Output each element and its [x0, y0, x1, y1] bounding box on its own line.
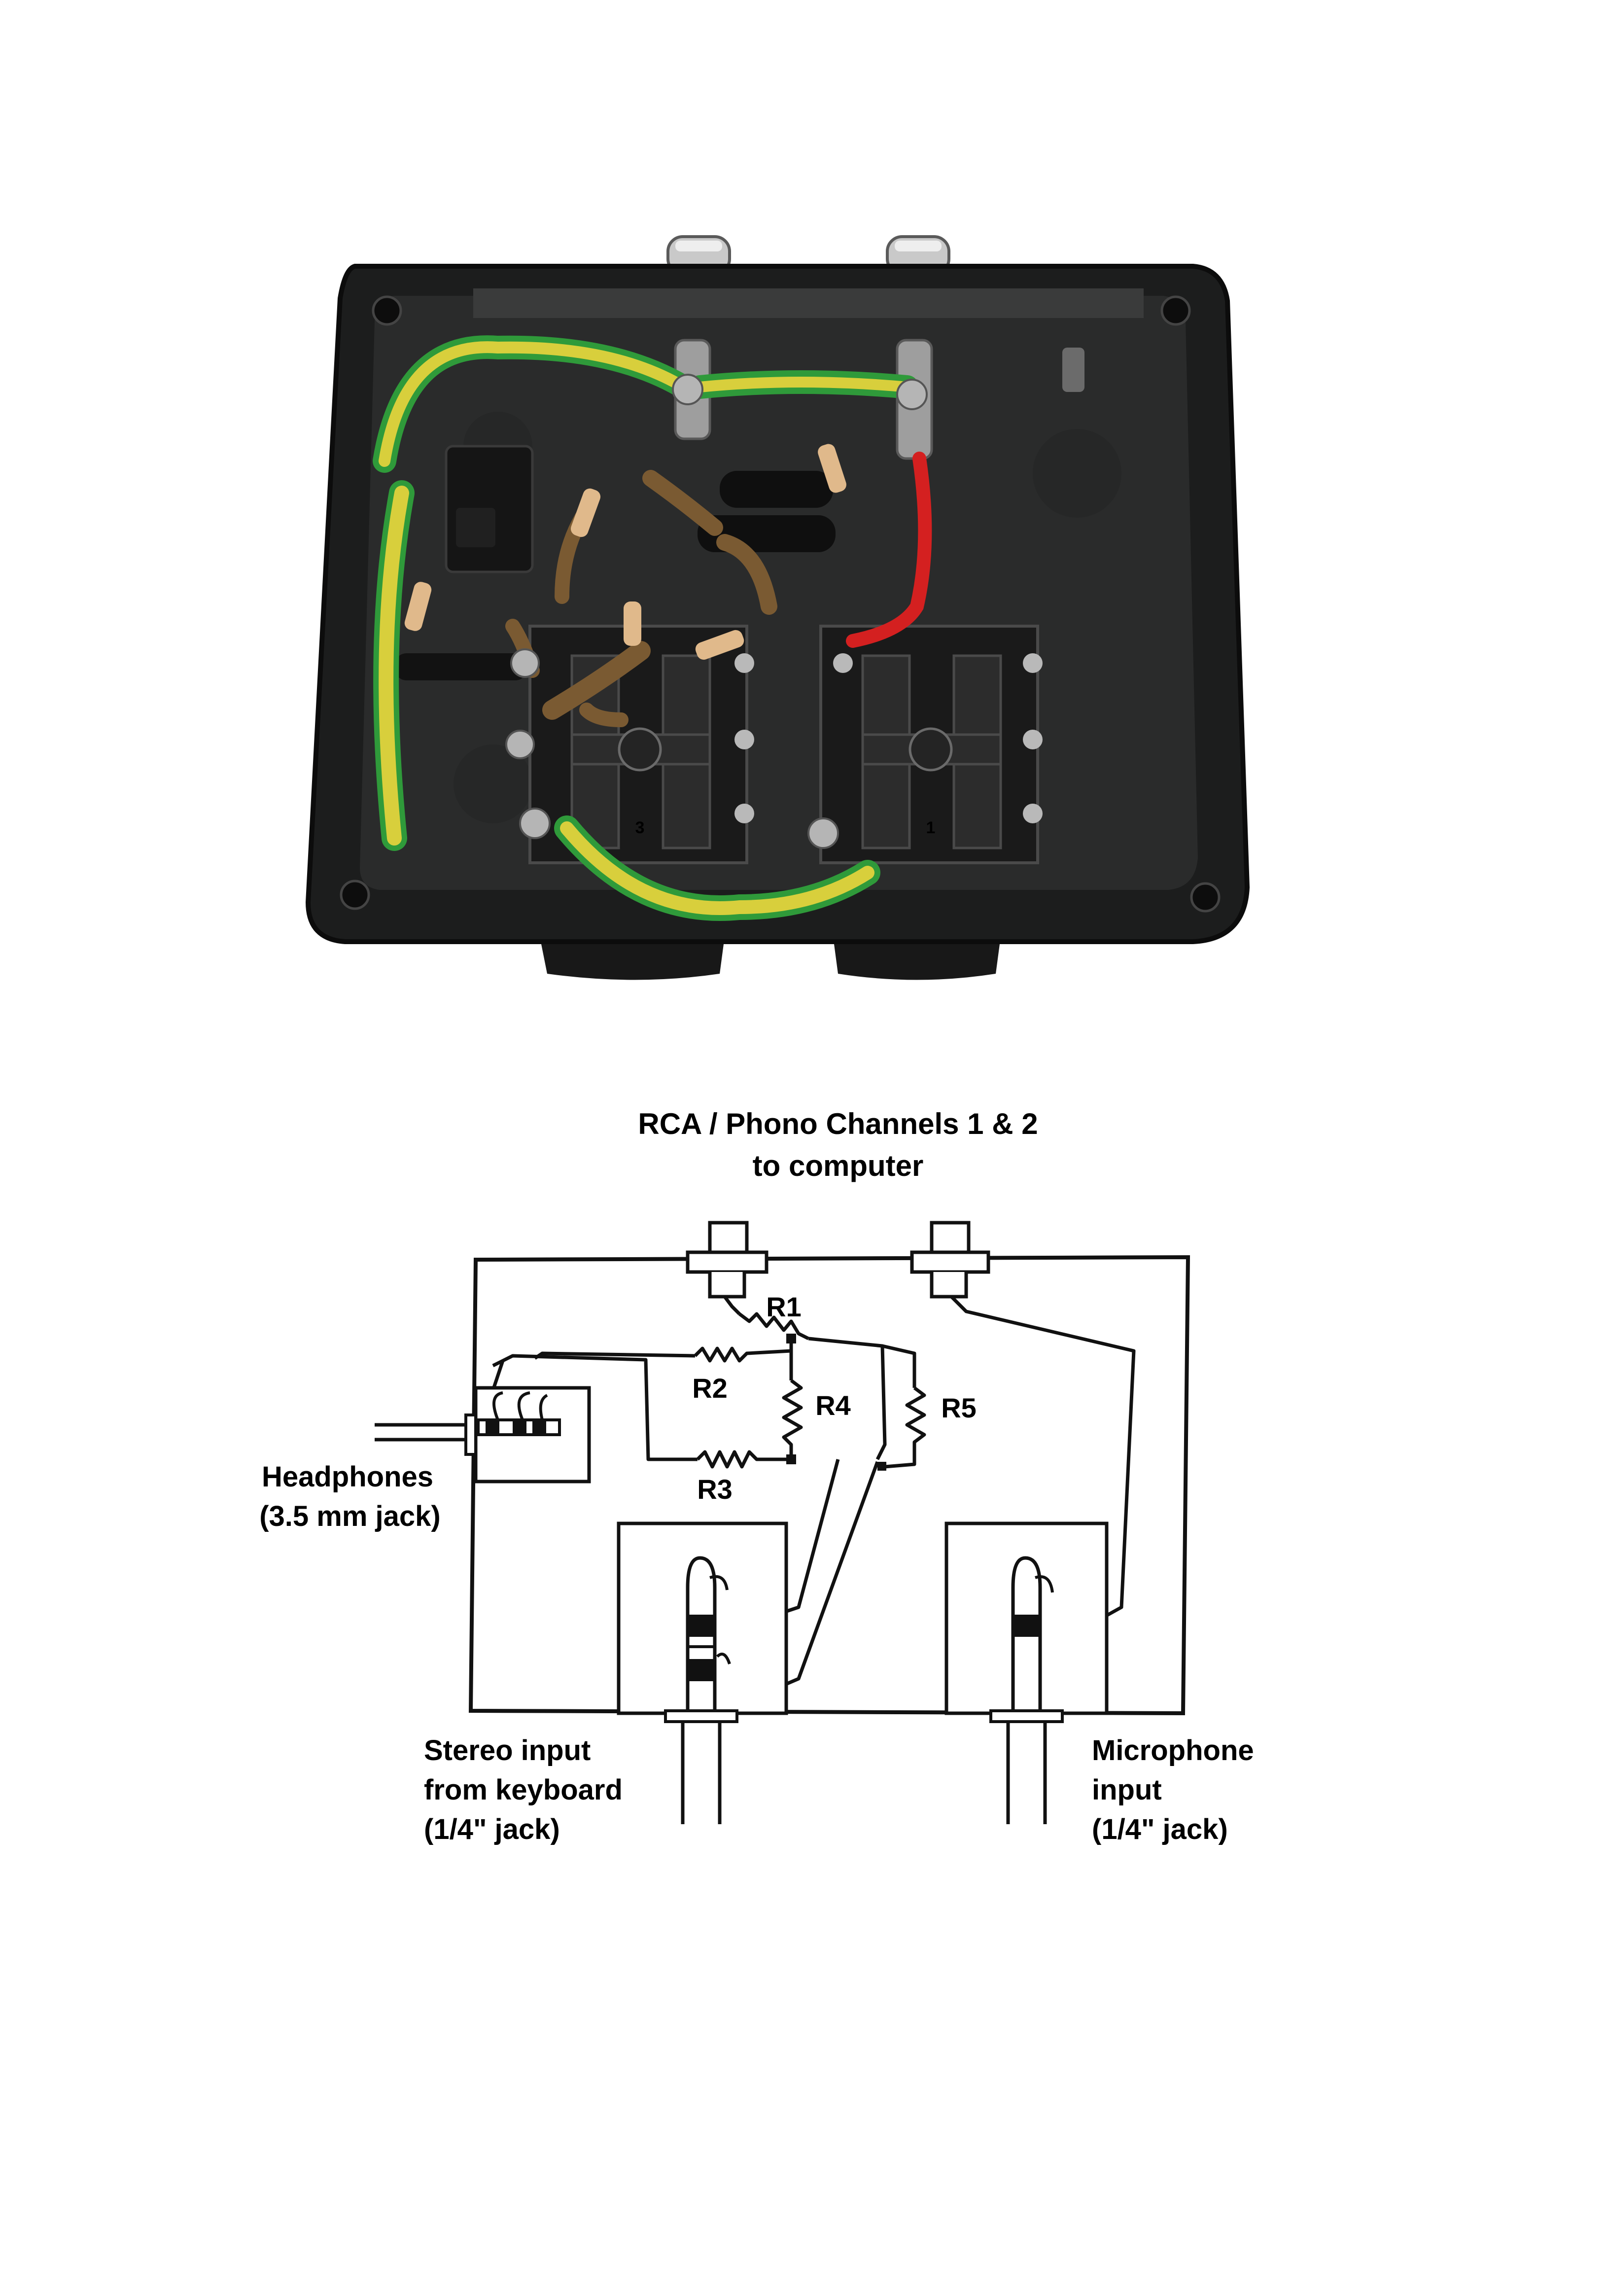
label-r4: R4 [815, 1390, 851, 1421]
headphone-jack-symbol [375, 1386, 591, 1484]
stereo-jack-symbol [617, 1521, 788, 1824]
red-wire [846, 452, 932, 648]
label-r5: R5 [941, 1392, 977, 1423]
photo-resistors [404, 444, 846, 660]
stereo-jack-chassis: 3 [528, 625, 754, 864]
jack-housing-bottom-left [540, 937, 725, 980]
headphones-label-line-2: (3.5 mm jack) [259, 1500, 441, 1532]
headphone-socket [445, 445, 534, 573]
mic-label-line-2: input [1092, 1774, 1162, 1806]
header-line-2: to computer [753, 1149, 924, 1182]
label-r2: R2 [692, 1373, 728, 1404]
jack-number-right: 1 [926, 818, 936, 837]
jack-number-left: 3 [635, 818, 645, 837]
solder-lugs [505, 374, 928, 849]
rca-connector-2 [910, 1221, 990, 1299]
label-r3: R3 [697, 1474, 733, 1505]
earth-wire-bottom [554, 815, 880, 921]
stereo-label-line-3: (1/4" jack) [424, 1813, 560, 1845]
stereo-label-line-2: from keyboard [424, 1774, 623, 1806]
black-components [394, 471, 836, 680]
earth-wire-top [373, 335, 919, 473]
label-r1: R1 [766, 1291, 802, 1322]
headphones-label-line-1: Headphones [262, 1461, 433, 1493]
rca-connector-1 [686, 1221, 769, 1299]
header-line-1: RCA / Phono Channels 1 & 2 [638, 1107, 1038, 1140]
earth-wire-left [373, 480, 415, 851]
mic-jack-chassis: 1 [819, 625, 1043, 864]
jack-housing-bottom-right [833, 937, 1001, 980]
schematic-nodes [786, 1334, 886, 1471]
enclosure-photo: 3 1 [305, 235, 1250, 980]
mic-label-line-1: Microphone [1092, 1734, 1254, 1766]
mic-jack-symbol [944, 1521, 1109, 1824]
stereo-label-line-1: Stereo input [424, 1734, 591, 1766]
mic-label-line-3: (1/4" jack) [1092, 1813, 1228, 1845]
